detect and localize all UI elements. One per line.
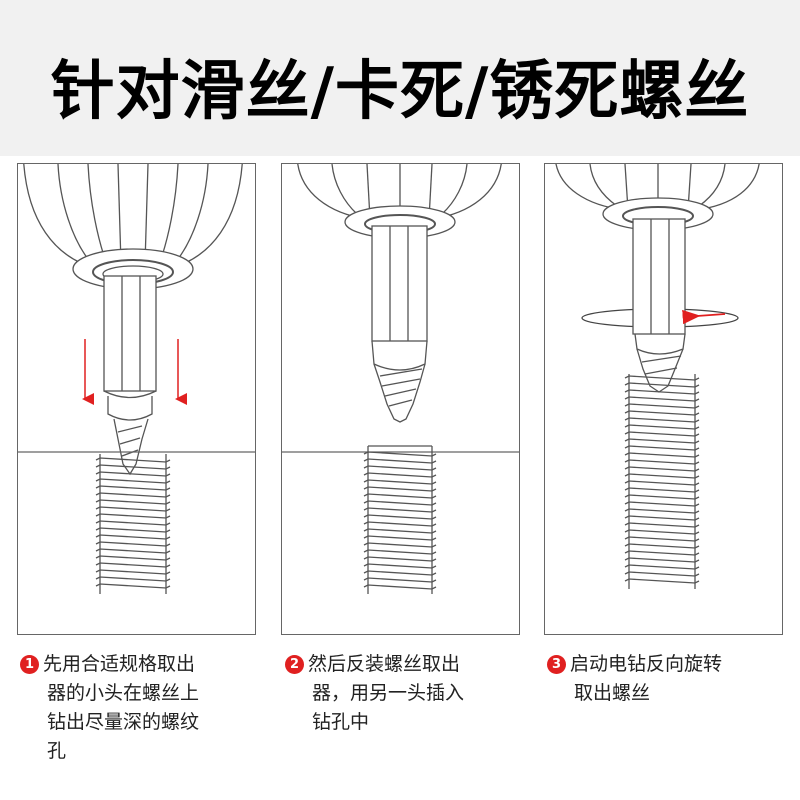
thread-ridge bbox=[624, 382, 700, 388]
step-3-illustration bbox=[544, 163, 783, 635]
thread-ridge bbox=[624, 522, 700, 528]
thread-ridge bbox=[624, 529, 700, 535]
thread-ridge bbox=[624, 508, 700, 514]
thread-ridge bbox=[95, 485, 171, 491]
thread-ridge bbox=[624, 480, 700, 486]
thread-ridge bbox=[363, 535, 437, 541]
step-1-line-4: 孔 bbox=[47, 740, 67, 762]
thread-ridge bbox=[363, 528, 437, 534]
thread-ridge bbox=[363, 570, 437, 576]
thread-ridge bbox=[95, 576, 171, 582]
thread-ridge bbox=[95, 464, 171, 470]
drill-chuck bbox=[23, 164, 243, 290]
thread-ridge bbox=[363, 493, 437, 499]
thread-ridge bbox=[624, 459, 700, 465]
thread-ridge bbox=[624, 438, 700, 444]
title-banner: 针对滑丝/卡死/锈死螺丝 bbox=[0, 0, 800, 156]
thread-ridge bbox=[363, 542, 437, 548]
thread-ridge bbox=[624, 557, 700, 563]
screw-thread bbox=[95, 454, 171, 594]
step-1-line-1: 先用合适规格取出 bbox=[43, 653, 196, 675]
thread-ridge bbox=[95, 478, 171, 484]
step-1-illustration bbox=[17, 163, 256, 635]
thread-ridge bbox=[624, 410, 700, 416]
thread-ridge bbox=[624, 445, 700, 451]
thread-ridge bbox=[363, 500, 437, 506]
thread-ridge bbox=[624, 424, 700, 430]
thread-ridge bbox=[624, 466, 700, 472]
thread-ridge bbox=[624, 543, 700, 549]
thread-ridge bbox=[363, 472, 437, 478]
thread-ridge bbox=[95, 499, 171, 505]
thread-ridge bbox=[95, 506, 171, 512]
thread-ridge bbox=[95, 555, 171, 561]
step-2-line-1: 然后反装螺丝取出 bbox=[308, 653, 461, 675]
thread-ridge bbox=[95, 492, 171, 498]
thread-ridge bbox=[363, 577, 437, 583]
thread-ridge bbox=[95, 471, 171, 477]
thread-ridge bbox=[363, 507, 437, 513]
thread-ridge bbox=[624, 571, 700, 577]
extractor-bit-rotating bbox=[632, 218, 686, 393]
thread-ridge bbox=[624, 375, 700, 381]
thread-ridge bbox=[363, 549, 437, 555]
thread-ridge bbox=[624, 396, 700, 402]
thread-ridge bbox=[624, 501, 700, 507]
step-2-line-2: 器，用另一头插入 bbox=[312, 682, 465, 704]
thread-ridge bbox=[624, 536, 700, 542]
extractor-bit bbox=[103, 275, 157, 476]
thread-ridge bbox=[95, 583, 171, 589]
thread-ridge bbox=[624, 417, 700, 423]
thread-ridge bbox=[624, 403, 700, 409]
screw-thread bbox=[624, 374, 700, 589]
thread-ridge bbox=[363, 465, 437, 471]
thread-ridge bbox=[624, 452, 700, 458]
thread-ridge bbox=[95, 569, 171, 575]
screw-thread bbox=[363, 445, 437, 594]
thread-ridge bbox=[624, 431, 700, 437]
step-3-badge: 3 bbox=[547, 655, 566, 674]
thread-ridge bbox=[624, 494, 700, 500]
thread-ridge bbox=[363, 584, 437, 590]
thread-ridge bbox=[363, 556, 437, 562]
thread-ridge bbox=[95, 548, 171, 554]
step-2-illustration bbox=[281, 163, 520, 635]
thread-ridge bbox=[95, 457, 171, 463]
step-3-line-1: 启动电钻反向旋转 bbox=[570, 653, 723, 675]
step-1-badge: 1 bbox=[20, 655, 39, 674]
thread-ridge bbox=[95, 562, 171, 568]
thread-ridge bbox=[624, 564, 700, 570]
thread-ridge bbox=[363, 486, 437, 492]
thread-ridge bbox=[95, 541, 171, 547]
thread-ridge bbox=[624, 515, 700, 521]
step-1-line-3: 钻出尽量深的螺纹 bbox=[47, 711, 200, 733]
thread-ridge bbox=[363, 451, 437, 457]
step-3-line-2: 取出螺丝 bbox=[574, 682, 651, 704]
step-2-badge: 2 bbox=[285, 655, 304, 674]
thread-ridge bbox=[624, 578, 700, 584]
thread-ridge bbox=[95, 534, 171, 540]
thread-ridge bbox=[624, 389, 700, 395]
thread-ridge bbox=[363, 479, 437, 485]
thread-ridge bbox=[363, 563, 437, 569]
extractor-bit-reversed bbox=[371, 225, 428, 423]
thread-ridge bbox=[363, 521, 437, 527]
thread-ridge bbox=[363, 458, 437, 464]
thread-ridge bbox=[624, 473, 700, 479]
thread-ridge bbox=[363, 514, 437, 520]
thread-ridge bbox=[624, 487, 700, 493]
thread-ridge bbox=[95, 527, 171, 533]
thread-ridge bbox=[95, 513, 171, 519]
step-1-line-2: 器的小头在螺丝上 bbox=[47, 682, 200, 704]
step-2-line-3: 钻孔中 bbox=[312, 711, 370, 733]
thread-ridge bbox=[95, 520, 171, 526]
thread-ridge bbox=[624, 550, 700, 556]
page-title: 针对滑丝/卡死/锈死螺丝 bbox=[50, 55, 750, 129]
